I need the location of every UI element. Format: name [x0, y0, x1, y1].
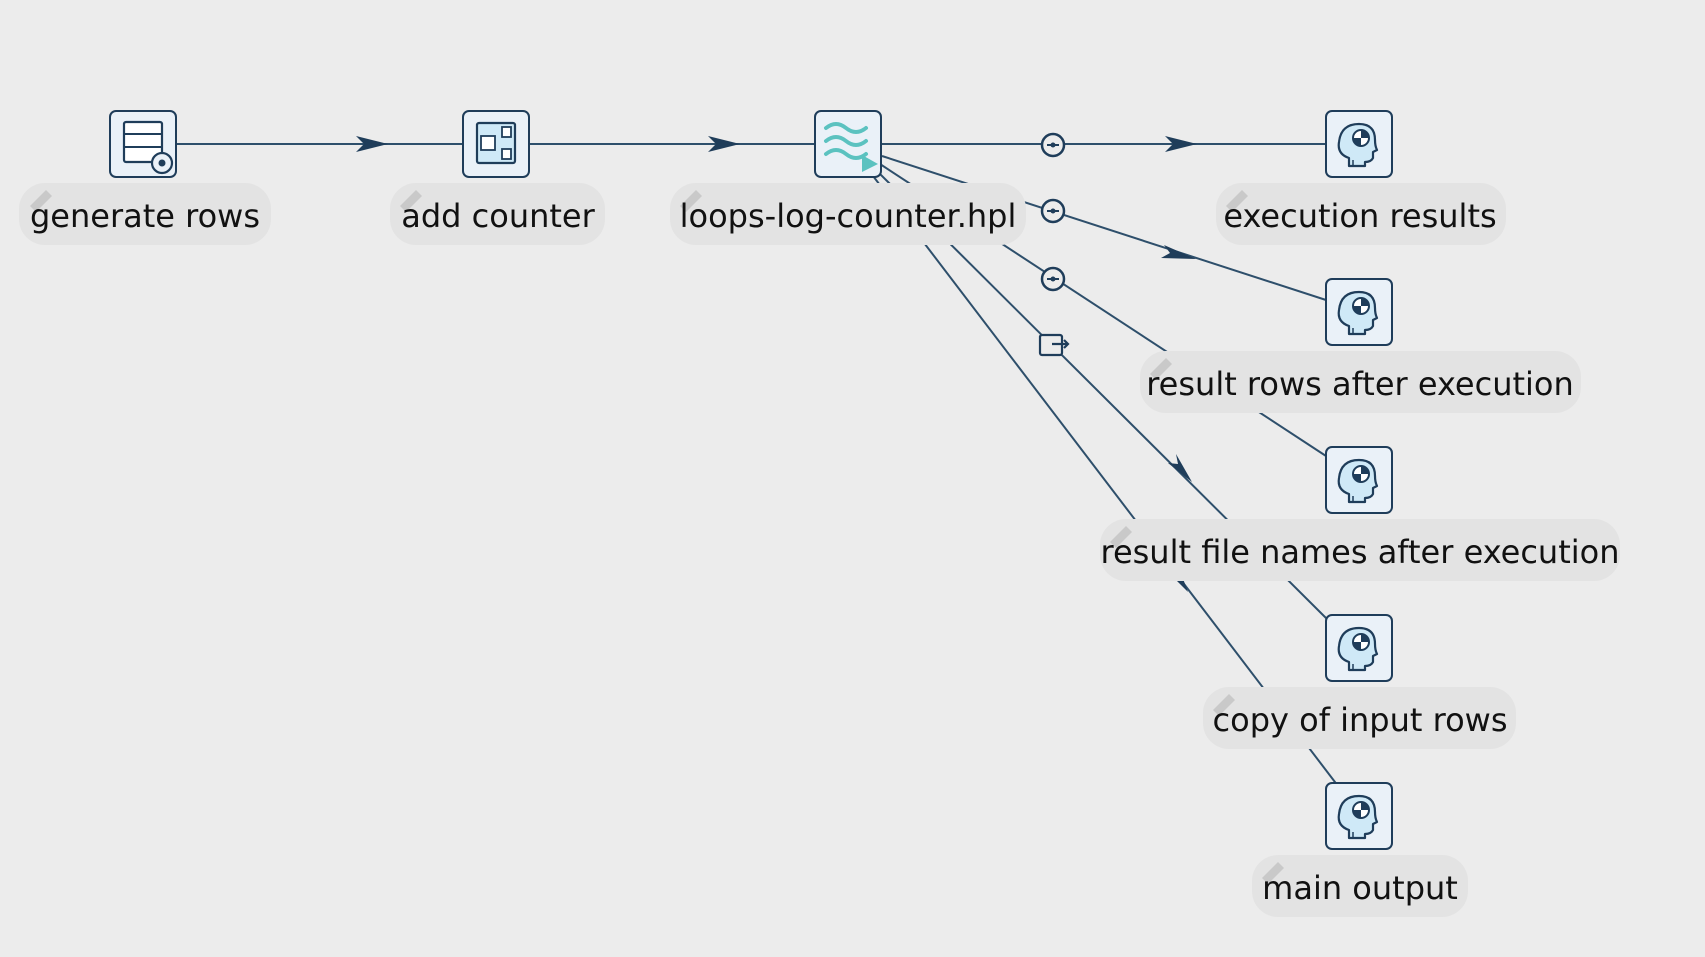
node-label-copy-input-rows: copy of input rows [1213, 701, 1508, 739]
hop-executor-to-execution-results[interactable] [882, 132, 1326, 158]
node-label-pipeline-executor: loops-log-counter.hpl [680, 197, 1017, 235]
copy-icon [1038, 333, 1070, 357]
hop-counter-to-executor[interactable] [528, 136, 814, 152]
node-generate-rows[interactable]: generate rows [19, 110, 271, 245]
node-add-counter[interactable]: add counter [390, 110, 605, 245]
node-label-generate-rows: generate rows [30, 197, 260, 235]
info-icon [1040, 132, 1066, 158]
generate-rows-icon [122, 120, 174, 175]
info-icon [1040, 198, 1066, 224]
node-label-result-rows: result rows after execution [1146, 365, 1574, 403]
pipeline-executor-icon [824, 122, 878, 172]
hop-generate-to-counter[interactable] [176, 136, 464, 152]
add-counter-icon [475, 121, 517, 165]
node-label-result-file-names: result file names after execution [1100, 533, 1619, 571]
node-main-output[interactable]: main output [1252, 782, 1468, 917]
node-label-add-counter: add counter [401, 197, 595, 235]
node-pipeline-executor[interactable]: loops-log-counter.hpl [670, 110, 1026, 245]
info-icon [1040, 266, 1066, 292]
hop-executor-to-result-rows[interactable] [881, 155, 1327, 301]
node-copy-of-input-rows[interactable]: copy of input rows [1203, 614, 1516, 749]
node-result-file-names-after-execution[interactable]: result file names after execution [1100, 446, 1620, 581]
node-result-rows-after-execution[interactable]: result rows after execution [1140, 278, 1581, 413]
node-label-execution-results: execution results [1223, 197, 1496, 235]
node-label-main-output: main output [1262, 869, 1458, 907]
node-execution-results[interactable]: execution results [1216, 110, 1506, 245]
